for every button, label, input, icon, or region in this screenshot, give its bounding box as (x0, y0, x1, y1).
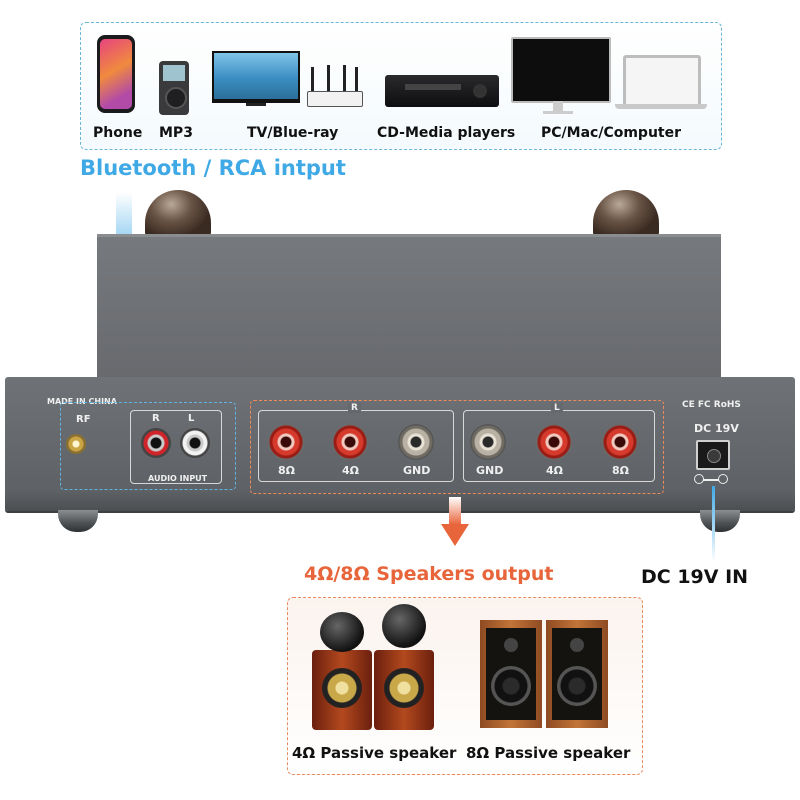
speaker-4ohm-right-image (374, 650, 434, 730)
source-label-mp3: MP3 (159, 125, 193, 141)
rca-right-label: R (152, 413, 160, 424)
source-label-phone: Phone (93, 125, 143, 141)
speaker-output-outline (250, 400, 664, 494)
dc-input-caption: DC 19V IN (641, 566, 749, 588)
rf-label: RF (76, 414, 91, 425)
left-gnd-terminal[interactable] (470, 424, 506, 460)
input-caption: Bluetooth / RCA intput (80, 156, 346, 180)
speaker-label-4ohm: 4Ω Passive speaker (292, 744, 457, 762)
left-terminal-label-1: GND (476, 464, 504, 477)
source-devices-box: Phone MP3 TV/Blue-ray CD-Media players P… (80, 22, 722, 150)
mp3-player-image (159, 61, 189, 115)
laptop-image (623, 55, 701, 107)
foot-right (700, 510, 740, 532)
audio-input-plate (130, 410, 222, 484)
right-terminal-label-2: 4Ω (342, 464, 360, 477)
speaker-8ohm-left-image (480, 620, 542, 728)
speaker-8ohm-right-image (546, 620, 608, 728)
cd-player-image (385, 75, 499, 107)
vacuum-tube-right (593, 190, 659, 238)
dc-power-jack[interactable] (696, 440, 730, 470)
input-section-outline (60, 402, 236, 490)
left-terminal-label-3: 8Ω (612, 464, 630, 477)
rca-left-label: L (188, 413, 195, 424)
left-4ohm-terminal[interactable] (536, 424, 572, 460)
foot-left (58, 510, 98, 532)
source-label-tv: TV/Blue-ray (247, 125, 339, 141)
left-8ohm-terminal[interactable] (602, 424, 638, 460)
source-label-cd: CD-Media players (377, 125, 516, 141)
left-terminal-label-2: 4Ω (546, 464, 564, 477)
vacuum-tube-left (145, 190, 211, 238)
dc-label: DC 19V (694, 422, 739, 435)
transformer-cover (97, 234, 721, 383)
router-image (307, 91, 363, 107)
rca-right-jack[interactable] (141, 428, 171, 458)
speaker-4ohm-left-image (312, 650, 372, 730)
tv-image (212, 51, 300, 103)
certification-marks: CE FC RoHS (682, 400, 741, 410)
speaker-output-caption: 4Ω/8Ω Speakers output (304, 563, 554, 585)
output-arrow-head (441, 524, 469, 546)
left-channel-label: L (551, 403, 563, 413)
speaker-label-8ohm: 8Ω Passive speaker (466, 744, 631, 762)
dc-pointer-line (712, 486, 715, 562)
right-4ohm-terminal[interactable] (332, 424, 368, 460)
rca-left-jack[interactable] (180, 428, 210, 458)
right-gnd-terminal[interactable] (398, 424, 434, 460)
rf-antenna-jack[interactable] (66, 434, 86, 454)
phone-image (97, 35, 135, 113)
desktop-monitor-image (511, 37, 611, 103)
audio-input-label: AUDIO INPUT (146, 474, 210, 483)
polarity-symbol-icon (694, 474, 728, 484)
right-terminal-label-3: GND (403, 464, 431, 477)
source-label-computer: PC/Mac/Computer (541, 125, 681, 141)
made-in-label: MADE IN CHINA (47, 397, 117, 406)
right-8ohm-terminal[interactable] (268, 424, 304, 460)
right-channel-label: R (348, 403, 361, 413)
output-arrow (449, 497, 461, 525)
right-terminal-label-1: 8Ω (278, 464, 296, 477)
speakers-box: 4Ω Passive speaker 8Ω Passive speaker (287, 597, 643, 775)
